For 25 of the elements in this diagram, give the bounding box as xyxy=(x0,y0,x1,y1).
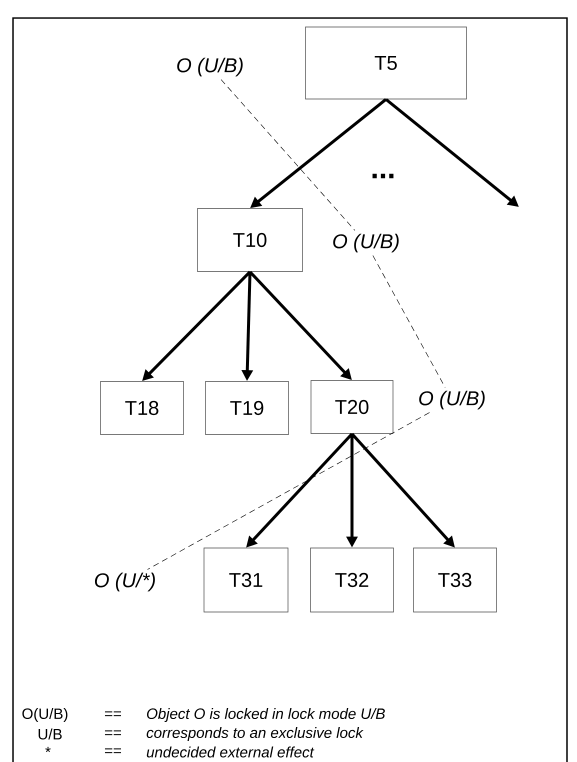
task-box: T31 xyxy=(204,548,288,612)
lock-label: O (U/B) xyxy=(333,234,399,252)
legend-key: == xyxy=(104,711,122,716)
legend-key: U/B xyxy=(38,728,62,740)
lock-label: O (U/B) xyxy=(419,390,485,410)
task-box: T10 xyxy=(197,208,303,272)
task-box: T20 xyxy=(310,380,394,434)
legend-key: O(U/B) xyxy=(22,708,68,722)
lock-label: O (U/B) xyxy=(177,58,243,76)
legend-key: * xyxy=(45,746,51,752)
task-box: T18 xyxy=(100,381,184,435)
ellipsis: ... xyxy=(372,174,394,178)
task-box: T19 xyxy=(205,381,289,435)
dashed-line xyxy=(147,412,430,570)
task-box: T5 xyxy=(305,26,467,100)
lock-label: O (U/*) xyxy=(94,572,155,592)
legend-text: undecided external effect xyxy=(146,746,314,758)
task-box: T33 xyxy=(413,548,497,612)
legend-text: Object O is locked in lock mode U/B xyxy=(147,708,385,722)
legend-key: == xyxy=(104,730,122,736)
legend-text: corresponds to an exclusive lock xyxy=(146,727,364,741)
dashed-line xyxy=(372,255,446,388)
task-box: T32 xyxy=(310,548,394,612)
dashed-line xyxy=(220,79,356,231)
legend-key: == xyxy=(104,748,122,754)
